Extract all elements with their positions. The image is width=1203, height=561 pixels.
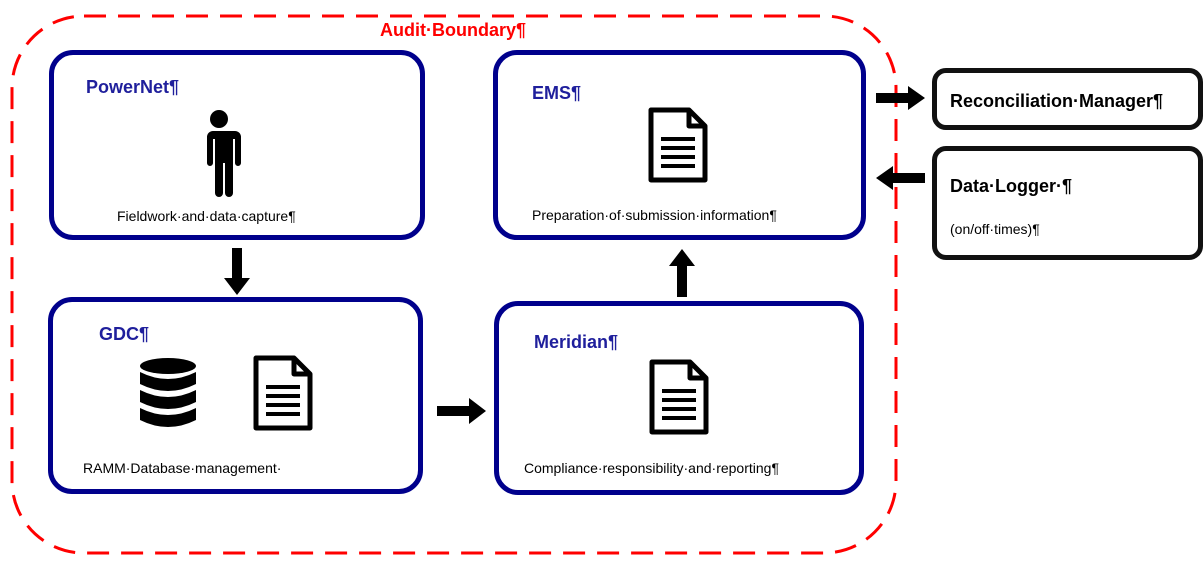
- data-logger-subtitle: (on/off·times)¶: [950, 221, 1040, 237]
- powernet-title: PowerNet¶: [86, 77, 180, 97]
- arrow-right: [876, 86, 925, 110]
- person-icon: [203, 110, 241, 197]
- powernet-text: Fieldwork·and·data·capture¶: [117, 208, 296, 224]
- ems-title: EMS¶: [532, 83, 582, 103]
- arrow-down: [224, 248, 250, 295]
- meridian-box: Meridian¶ Compliance·responsibility·and·…: [494, 301, 864, 495]
- gdc-text: RAMM·Database·management·: [83, 460, 282, 476]
- document-icon: [648, 107, 708, 183]
- arrow-left: [876, 166, 925, 190]
- meridian-title: Meridian¶: [534, 332, 619, 352]
- reconciliation-manager-box: Reconciliation·Manager¶: [932, 68, 1203, 130]
- data-logger-box: Data·Logger·¶ (on/off·times)¶: [932, 146, 1203, 260]
- arrow-up: [669, 249, 695, 297]
- arrow-right: [437, 398, 486, 424]
- database-icon: [140, 358, 196, 427]
- ems-box: EMS¶ Preparation·of·submission·informati…: [493, 50, 866, 240]
- reconciliation-manager-title: Reconciliation·Manager¶: [950, 91, 1164, 111]
- document-icon: [253, 355, 313, 431]
- gdc-title: GDC¶: [99, 324, 150, 344]
- gdc-box: GDC¶ RAMM·Database·management·: [48, 297, 423, 494]
- powernet-box: PowerNet¶ Fieldwork·and·data·capture¶: [49, 50, 425, 240]
- ems-text: Preparation·of·submission·information¶: [532, 207, 777, 223]
- data-logger-title: Data·Logger·¶: [950, 176, 1073, 196]
- document-icon: [649, 359, 709, 435]
- audit-boundary-label: Audit·Boundary¶: [380, 20, 526, 40]
- meridian-text: Compliance·responsibility·and·reporting¶: [524, 460, 779, 476]
